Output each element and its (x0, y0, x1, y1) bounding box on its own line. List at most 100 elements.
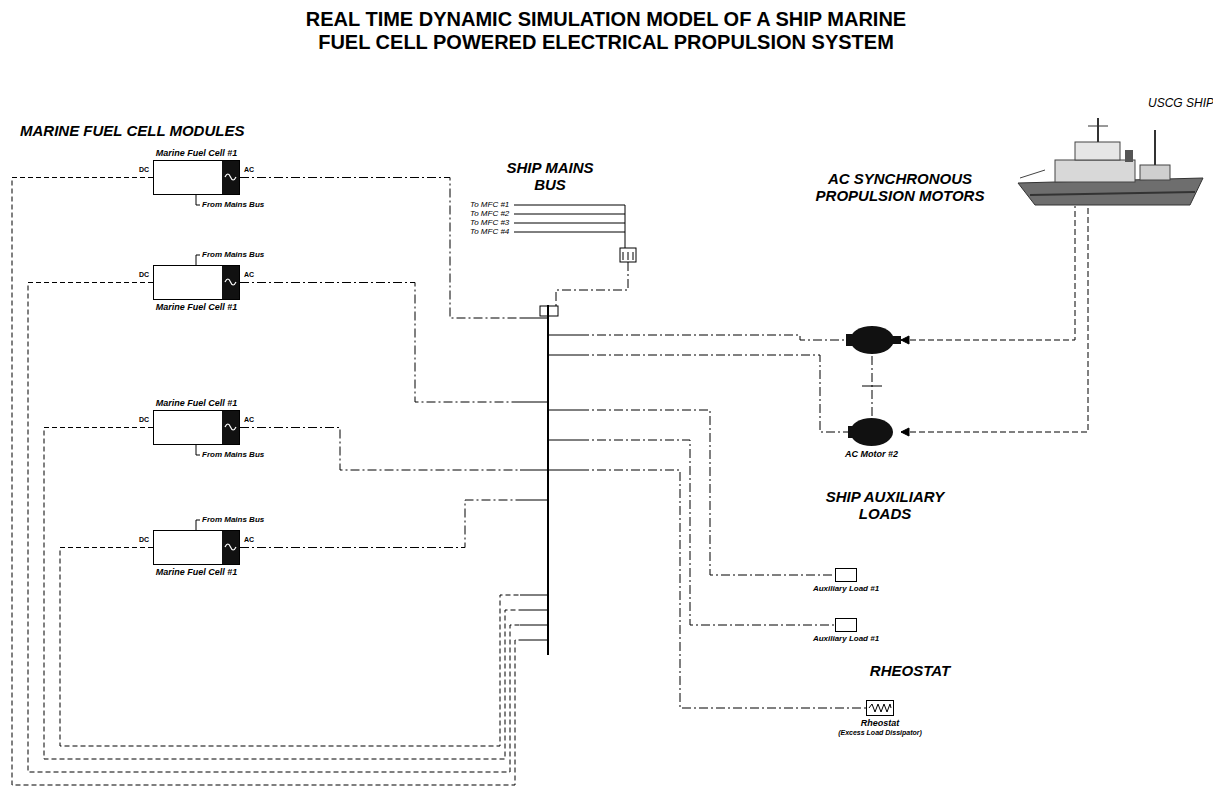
input-label: From Mains Bus (202, 250, 264, 259)
power-connector (240, 428, 520, 471)
ship-deckhouse (1140, 165, 1170, 180)
to-mfc-wiring (514, 205, 636, 316)
port-label: AC (244, 166, 254, 174)
power-connector (44, 428, 520, 760)
node-label: Marine Fuel Cell #1 (156, 148, 238, 158)
motor-shaft (893, 336, 901, 344)
power-connector (12, 178, 520, 786)
from-mains-leaders (196, 195, 200, 530)
port-label: AC (244, 536, 254, 544)
shaft-line (901, 206, 1075, 340)
port-label: AC (244, 271, 254, 279)
shaft-lines (862, 206, 1088, 436)
coupling-line (862, 386, 882, 387)
diagram-title: REAL TIME DYNAMIC SIMULATION MODEL OF A … (206, 8, 1006, 54)
ship-bridge (1075, 142, 1120, 160)
bus-tick (520, 318, 548, 319)
bus-tick (520, 500, 548, 501)
bus-tick (520, 610, 548, 611)
sine-wave (225, 424, 236, 430)
signal-line (514, 205, 625, 206)
input-label: From Mains Bus (202, 515, 264, 524)
leader-line (196, 445, 200, 455)
fuel-cell-module: Marine Fuel Cell #1 (153, 530, 240, 565)
section-label: RHEOSTAT (870, 662, 950, 679)
motor-feed-line (580, 335, 848, 340)
node-label: Auxiliary Load #1 (813, 634, 879, 643)
section-label: AC SYNCHRONOUS PROPULSION MOTORS (800, 170, 1000, 205)
mains-bus: SHIP MAINS BUS (520, 305, 580, 655)
signal-label: To MFC #2 (470, 209, 509, 218)
ship-mast (1154, 130, 1156, 165)
bus-tick (548, 410, 580, 411)
power-connector (28, 283, 520, 773)
shaft-line (901, 206, 1088, 432)
bus-tick (548, 335, 580, 336)
ac-output-block (222, 266, 239, 299)
bus-tick (520, 402, 548, 403)
leader-line (196, 520, 200, 530)
power-connector (580, 410, 835, 575)
signal-box (620, 248, 636, 262)
signal-tick (633, 252, 634, 260)
power-connector (240, 283, 520, 403)
node-label: Marine Fuel Cell #1 (156, 398, 238, 408)
signal-label: To MFC #4 (470, 227, 509, 236)
shaft-arrow (901, 336, 909, 344)
ac-output-block (222, 161, 239, 194)
signal-line (514, 223, 625, 224)
sine-wave (225, 544, 236, 550)
node-label: AC Motor #2 (845, 449, 898, 459)
shaft-arrow (901, 428, 909, 436)
signal-line (514, 214, 625, 215)
power-connector (60, 548, 520, 747)
ship-superstructure (1055, 160, 1135, 182)
section-label: SHIP AUXILIARY LOADS (815, 488, 955, 523)
leader-line (196, 195, 200, 205)
resistor-symbol (867, 701, 893, 715)
ac-symbol (222, 411, 239, 444)
node-label: Marine Fuel Cell #1 (156, 302, 238, 312)
port-label: DC (139, 416, 149, 424)
input-label: From Mains Bus (202, 450, 264, 459)
power-connector (580, 440, 835, 625)
port-label: DC (139, 166, 149, 174)
sine-wave (225, 174, 236, 180)
signal-tick (628, 252, 629, 260)
ac-output-block (222, 531, 239, 564)
node-label: Marine Fuel Cell #1 (156, 567, 238, 577)
ship-illustration (1018, 118, 1203, 205)
rheostat-box: Rheostat(Excess Load Dissipator) (866, 700, 894, 716)
ac-symbol (222, 531, 239, 564)
signal-tick (623, 252, 624, 260)
fuel-cell-module: Marine Fuel Cell #1 (153, 410, 240, 445)
section-label: USCG SHIP (1148, 97, 1213, 111)
signal-line (556, 262, 628, 306)
bus-ticks (520, 318, 580, 640)
signal-line (625, 205, 626, 248)
ship-rail (1020, 170, 1045, 178)
power-connector (240, 178, 520, 319)
section-label: MARINE FUEL CELL MODULES (20, 122, 244, 139)
bus-terminal-box (540, 306, 558, 316)
bus-bar (547, 305, 549, 655)
bus-tick (548, 470, 580, 471)
auxiliary-load: Auxiliary Load #1 (835, 568, 857, 582)
bus-tick (548, 440, 580, 441)
ship-mast (1097, 118, 1099, 142)
node-label: Auxiliary Load #1 (813, 584, 879, 593)
ship-yard (1088, 126, 1108, 127)
ship-funnel (1125, 150, 1133, 162)
ac-output-block (222, 411, 239, 444)
motor-outline (848, 418, 895, 446)
bus-tick (520, 625, 548, 626)
sine-wave (225, 279, 236, 285)
ship-hull-stripe (1030, 192, 1195, 195)
node-note: (Excess Load Dissipator) (838, 729, 922, 737)
bus-tick (520, 470, 548, 471)
propulsion-motor-1 (580, 326, 901, 354)
input-label: From Mains Bus (202, 200, 264, 209)
port-label: DC (139, 271, 149, 279)
bus-tick (520, 640, 548, 641)
